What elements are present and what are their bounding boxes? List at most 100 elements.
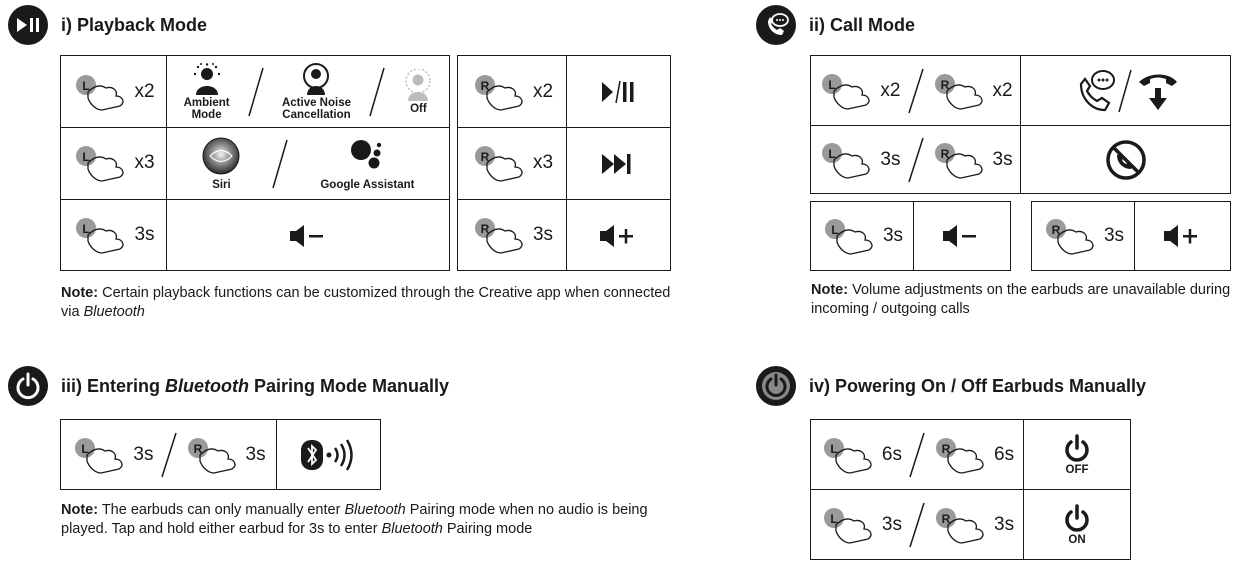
gesture-label: 3s (532, 224, 554, 245)
google-assistant-icon (351, 139, 382, 168)
volume-up-icon (1163, 225, 1197, 247)
power-title: iv) Powering On / Off Earbuds Manually (809, 376, 1147, 396)
note-text: Volume adjustments on the earbuds are un… (811, 282, 1231, 317)
gesture-label: 3s (1103, 225, 1125, 246)
siri-icon (202, 137, 240, 174)
anc-icon (303, 62, 330, 95)
voice-assistant-cell: Siri Google Assistant (167, 128, 450, 199)
pairing-mode-title: iii) Entering Bluetooth Pairing Mode Man… (61, 375, 449, 397)
left-earbud-tap-icon: L (823, 437, 872, 474)
google-assistant-label: Google Assistant (320, 178, 415, 191)
volume-down-icon (943, 225, 976, 247)
svg-text:R: R (1052, 223, 1061, 237)
left-earbud-tap-icon: L (822, 142, 871, 179)
power-on-label: ON (1068, 533, 1086, 546)
gesture-label: 3s (134, 224, 155, 245)
gesture-label: x2 (134, 80, 155, 102)
action-cell (567, 200, 671, 271)
divider-slash (909, 432, 925, 477)
volume-down-cell (167, 200, 450, 271)
left-earbud-tap-icon: L (76, 74, 125, 111)
right-earbud-tap-icon: R (187, 437, 236, 474)
answer-end-call-icon (1079, 69, 1177, 112)
note-text: Pairing mode when no audio is being play… (61, 502, 648, 537)
call-header-icon (756, 5, 796, 45)
note-label: Note: (61, 285, 99, 301)
call-note: Note: Volume adjustments on the earbuds … (811, 281, 1231, 319)
gesture-label: 6s (881, 443, 902, 465)
play-pause-icon (602, 80, 634, 103)
note-label: Note: (61, 502, 99, 518)
ambient-mode-icon (193, 62, 220, 95)
action-cell (567, 128, 671, 199)
svg-text:R: R (193, 442, 202, 456)
play-pause-header-icon (8, 5, 48, 45)
svg-text:R: R (481, 79, 490, 93)
right-earbud-tap-icon: R (936, 437, 984, 474)
title-part: Pairing Mode Manually (249, 376, 450, 396)
call-volume-up-table: R 3s (1031, 201, 1231, 271)
svg-text:L: L (829, 147, 836, 161)
call-mode-title: ii) Call Mode (809, 15, 916, 35)
svg-text:L: L (83, 79, 90, 93)
divider-slash (272, 139, 289, 188)
title-part: iii) Entering (61, 376, 166, 396)
bluetooth-pairing-icon (300, 438, 353, 471)
right-earbud-tap-icon: R (936, 507, 984, 544)
divider-slash (160, 432, 177, 477)
left-earbud-tap-icon: L (76, 218, 125, 254)
action-cell (1135, 202, 1230, 270)
left-earbud-tap-icon: L (822, 73, 871, 110)
svg-text:L: L (830, 442, 837, 456)
note-italic: Bluetooth (83, 304, 145, 320)
ambient-mode-option: Ambient Mode (184, 62, 230, 121)
action-cell (1021, 56, 1231, 125)
off-mode-icon (405, 68, 432, 101)
gesture-label: x3 (134, 152, 155, 173)
volume-up-icon (600, 224, 633, 247)
right-earbud-tap-icon: R (1045, 219, 1094, 255)
note-label: Note: (811, 282, 849, 298)
gesture-label: 3s (245, 443, 266, 465)
right-earbud-tap-icon: R (474, 218, 523, 254)
divider-slash (909, 502, 925, 547)
playback-note: Note: Certain playback functions can be … (61, 284, 671, 322)
svg-text:L: L (83, 222, 90, 236)
power-header-icon (756, 366, 796, 406)
power-on-cell: ON (1024, 490, 1130, 559)
action-cell (914, 202, 1010, 270)
note-text: Certain playback functions can be custom… (61, 285, 671, 320)
gesture-cell: R 3s (458, 199, 566, 271)
note-italic: Bluetooth (344, 502, 406, 518)
action-cell (1021, 126, 1231, 194)
google-assistant-option: Google Assistant (320, 137, 415, 191)
power-off-label: OFF (1065, 463, 1089, 476)
playback-mode-title: i) Playback Mode (61, 15, 208, 35)
note-italic: Bluetooth (381, 521, 443, 537)
svg-text:L: L (82, 442, 89, 456)
gesture-label: 3s (994, 513, 1015, 535)
gesture-label: x3 (532, 152, 554, 173)
action-cell (277, 420, 380, 489)
action-cell (567, 56, 671, 127)
gesture-label: 3s (880, 148, 901, 170)
reject-call-icon (1106, 140, 1146, 180)
gesture-label: 6s (994, 443, 1015, 465)
svg-text:L: L (829, 78, 836, 92)
left-earbud-tap-icon: L (75, 437, 124, 474)
left-earbud-tap-icon: L (824, 219, 873, 255)
svg-text:L: L (831, 223, 838, 237)
gesture-label: 3s (992, 148, 1013, 170)
off-mode-label: Off (410, 102, 427, 115)
right-earbud-tap-icon: R (934, 142, 983, 179)
gesture-pair-cell: L 6s R 6s (811, 420, 1023, 489)
